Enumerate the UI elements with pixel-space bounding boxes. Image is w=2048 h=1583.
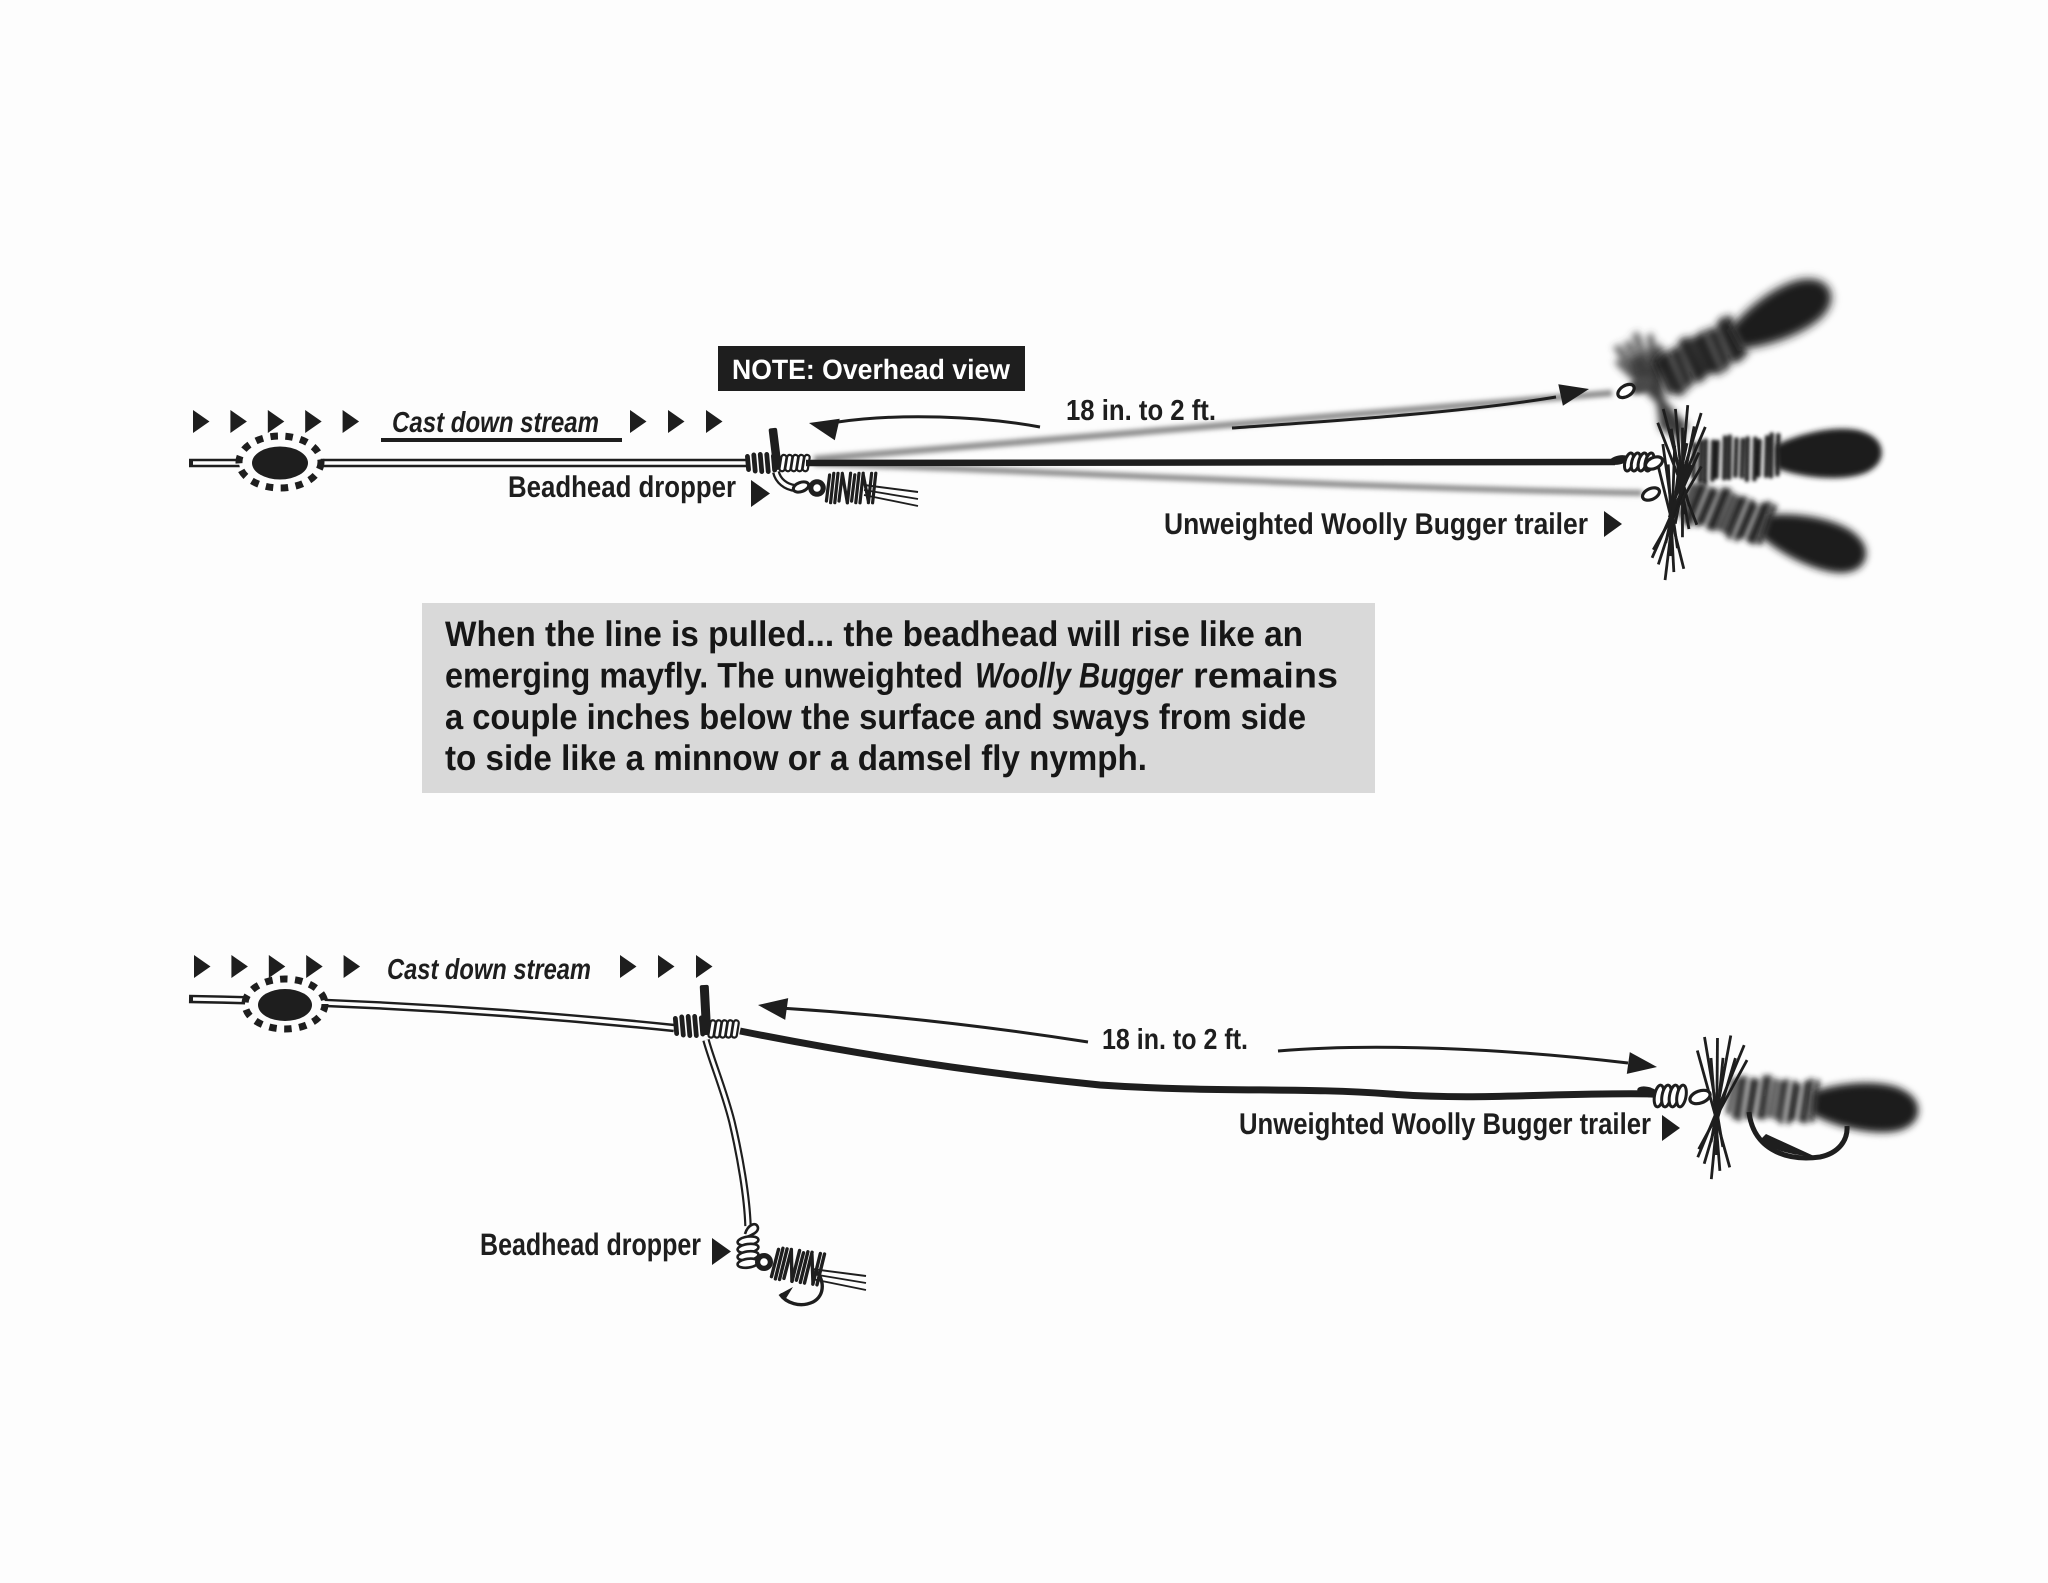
svg-text:Woolly Bugger: Woolly Bugger <box>975 656 1184 696</box>
svg-text:Beadhead dropper: Beadhead dropper <box>480 1227 701 1262</box>
svg-text:a couple inches below the surf: a couple inches below the surface and sw… <box>445 697 1306 737</box>
svg-text:NOTE: Overhead view: NOTE: Overhead view <box>732 354 1010 385</box>
svg-text:Cast down stream: Cast down stream <box>387 954 591 986</box>
svg-text:emerging mayfly. The unweighte: emerging mayfly. The unweighted <box>445 656 963 696</box>
svg-text:to side like a minnow or a dam: to side like a minnow or a damsel fly ny… <box>445 738 1147 778</box>
svg-text:Cast down stream: Cast down stream <box>392 407 599 439</box>
svg-text:When the line is pulled... the: When the line is pulled... the beadhead … <box>445 614 1303 654</box>
svg-text:18 in. to 2 ft.: 18 in. to 2 ft. <box>1102 1024 1248 1056</box>
svg-text:Beadhead dropper: Beadhead dropper <box>508 471 736 504</box>
svg-text:Unweighted Woolly Bugger trai: Unweighted Woolly Bugger trailer <box>1164 508 1588 541</box>
svg-text:Unweighted Woolly Bugger trai: Unweighted Woolly Bugger trailer <box>1239 1108 1651 1141</box>
svg-text:remains: remains <box>1193 656 1338 696</box>
svg-text:18 in. to 2 ft.: 18 in. to 2 ft. <box>1066 395 1216 427</box>
